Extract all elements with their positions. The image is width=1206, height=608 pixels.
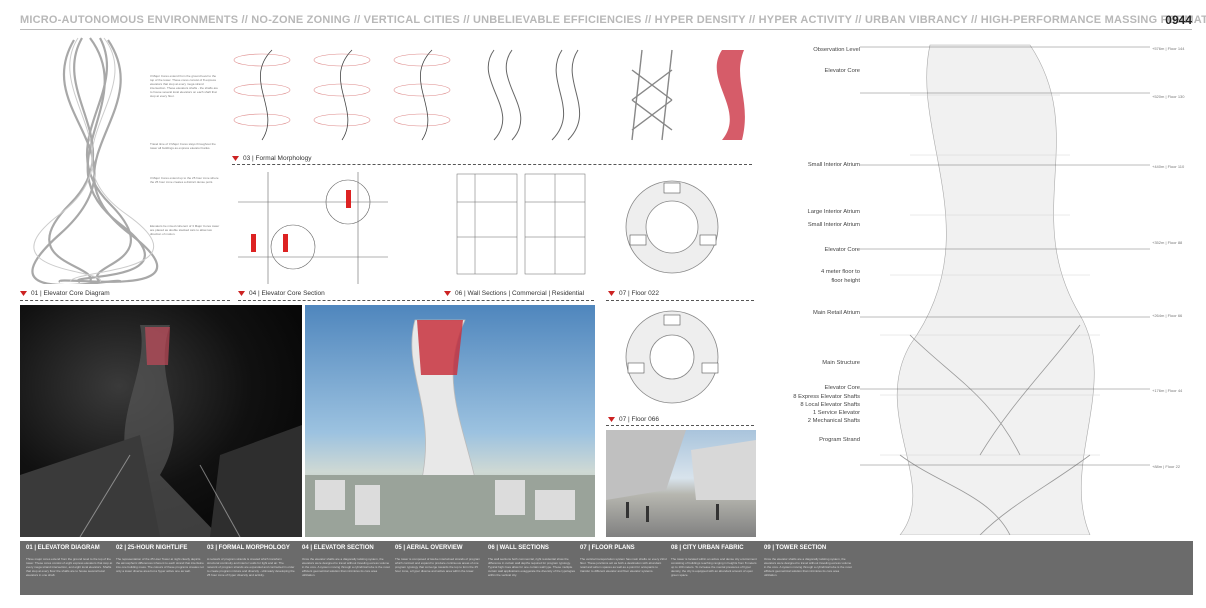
label-elevator-core-mid: Elevator Core bbox=[824, 247, 860, 253]
footer-heading: 09 | TOWER SECTION bbox=[764, 545, 827, 551]
level-tag-floor-44: +176m | Floor 44 bbox=[1152, 388, 1183, 393]
footer-heading: 08 | CITY URBAN FABRIC bbox=[671, 545, 744, 551]
dash-rule-07a bbox=[606, 300, 754, 301]
caption-wall-sections: 06 | Wall Sections | Commercial | Reside… bbox=[444, 290, 584, 297]
footer-body: Once the elevator shafts are a diagonall… bbox=[302, 557, 390, 577]
footer-body: The tower is located within an active an… bbox=[671, 557, 757, 577]
caption-marker-icon bbox=[608, 291, 615, 296]
level-tag-floor-66: +264m | Floor 66 bbox=[1152, 313, 1183, 318]
label-service-elevator: 1 Service Elevator bbox=[812, 410, 860, 416]
annotation-4: Elevators be mixed coherent of 3 Major C… bbox=[150, 224, 220, 236]
level-tag-floor-22: +88m | Floor 22 bbox=[1152, 464, 1181, 469]
label-main-structure: Main Structure bbox=[822, 360, 860, 366]
footer-col-4: 04 | ELEVATOR SECTION Once the elevator … bbox=[302, 545, 390, 577]
annotation-3: 3 Major Cores extend up to the 25 hour z… bbox=[150, 176, 219, 184]
floor-022-drawing bbox=[625, 180, 719, 274]
tower-section-drawing bbox=[860, 44, 1150, 536]
night-render-image bbox=[20, 305, 302, 537]
aerial-render-image bbox=[305, 305, 595, 537]
caption-marker-icon bbox=[608, 417, 615, 422]
level-tag-floor-130: +520m | Floor 130 bbox=[1152, 94, 1185, 99]
footer-heading: 05 | AERIAL OVERVIEW bbox=[395, 545, 463, 551]
formal-morphology-drawing bbox=[233, 49, 745, 141]
formal-morphology-panel bbox=[232, 40, 752, 150]
label-floor-height-1: 4 meter floor to bbox=[821, 269, 860, 275]
elevator-core-diagram-panel: 3 Major Cores extend from the ground lev… bbox=[20, 34, 230, 284]
footer-col-2: 02 | 25-HOUR NIGHTLIFE The representatio… bbox=[116, 545, 204, 573]
footer-heading: 06 | WALL SECTIONS bbox=[488, 545, 549, 551]
label-program-strand: Program Strand bbox=[819, 437, 860, 443]
footer-col-3: 03 | FORMAL MORPHOLOGY A network of prog… bbox=[207, 545, 295, 577]
annotation-1: 3 Major Cores extend from the ground lev… bbox=[150, 74, 218, 98]
footer-heading: 01 | ELEVATOR DIAGRAM bbox=[26, 545, 100, 551]
elevator-core-diagram-drawing bbox=[31, 37, 159, 284]
level-tag-floor-144: +576m | Floor 144 bbox=[1152, 46, 1185, 51]
annotation-2: Travel time of 3 Major Cores stays throu… bbox=[150, 142, 216, 150]
footer-heading: 02 | 25-HOUR NIGHTLIFE bbox=[116, 545, 188, 551]
header-title: MICRO-AUTONOMOUS ENVIRONMENTS // NO-ZONE… bbox=[20, 14, 1206, 26]
caption-floor-066: 07 | Floor 066 bbox=[608, 416, 659, 423]
footer-col-1: 01 | ELEVATOR DIAGRAM Three major cores … bbox=[26, 545, 114, 577]
caption-marker-icon bbox=[232, 156, 239, 161]
caption-elevator-core-diagram: 01 | Elevator Core Diagram bbox=[20, 290, 110, 297]
footer-body: The representation of the 25 Hour Tower … bbox=[116, 557, 204, 573]
label-observation-level: Observation Level bbox=[813, 47, 860, 53]
footer-body: A network of program strands is created … bbox=[207, 557, 295, 577]
footer-body: The tower is composed of twelve intertwi… bbox=[395, 557, 481, 573]
sheet-number: 0944 bbox=[1165, 13, 1192, 27]
label-small-interior-atrium-1: Small Interior Atrium bbox=[807, 162, 860, 168]
elevator-core-section-drawing bbox=[238, 172, 388, 284]
tower-section-panel bbox=[760, 35, 1190, 536]
dash-rule-01 bbox=[20, 300, 230, 301]
street-render-image bbox=[606, 430, 756, 537]
footer-col-5: 05 | AERIAL OVERVIEW The tower is compos… bbox=[395, 545, 483, 573]
label-large-interior-atrium: Large Interior Atrium bbox=[807, 209, 860, 215]
level-tag-floor-110: +440m | Floor 110 bbox=[1152, 164, 1185, 169]
level-tag-floor-88: +352m | Floor 88 bbox=[1152, 240, 1183, 245]
footer-heading: 03 | FORMAL MORPHOLOGY bbox=[207, 545, 290, 551]
floor-066-drawing bbox=[625, 310, 719, 404]
footer-body: Once the elevator shafts are a diagonall… bbox=[764, 557, 852, 577]
footer-col-8: 08 | CITY URBAN FABRIC The tower is loca… bbox=[671, 545, 759, 577]
elevator-core-section-panel bbox=[238, 172, 388, 284]
label-elevator-core-top: Elevator Core bbox=[824, 68, 860, 74]
label-express-elevator-shafts: 8 Express Elevator Shafts bbox=[793, 394, 860, 400]
footer-col-6: 06 | WALL SECTIONS The wall sections bot… bbox=[488, 545, 576, 577]
dash-rule-04-06 bbox=[238, 300, 594, 301]
label-mechanical-shafts: 2 Mechanical Shafts bbox=[807, 418, 860, 424]
dash-rule-07b bbox=[606, 425, 754, 426]
footer-bar: 01 | ELEVATOR DIAGRAM Three major cores … bbox=[20, 541, 1193, 595]
label-small-interior-atrium-2: Small Interior Atrium bbox=[807, 222, 860, 228]
caption-marker-icon bbox=[444, 291, 451, 296]
wall-sections-drawing bbox=[456, 173, 586, 275]
dash-rule-03 bbox=[232, 164, 752, 165]
floor-022-plan bbox=[620, 175, 725, 280]
label-floor-height-2: floor height bbox=[831, 278, 860, 284]
footer-col-9: 09 | TOWER SECTION Once the elevator sha… bbox=[764, 545, 852, 577]
caption-marker-icon bbox=[20, 291, 27, 296]
footer-heading: 04 | ELEVATOR SECTION bbox=[302, 545, 374, 551]
wall-sections-panel bbox=[455, 172, 590, 284]
caption-elevator-core-section: 04 | Elevator Core Section bbox=[238, 290, 325, 297]
label-main-retail-atrium: Main Retail Atrium bbox=[812, 310, 860, 316]
floor-066-plan bbox=[620, 305, 725, 410]
footer-col-7: 07 | FLOOR PLANS The vertical transporta… bbox=[580, 545, 668, 573]
footer-heading: 07 | FLOOR PLANS bbox=[580, 545, 635, 551]
label-local-elevator-shafts: 8 Local Elevator Shafts bbox=[800, 402, 860, 408]
caption-formal-morphology: 03 | Formal Morphology bbox=[232, 155, 312, 162]
caption-marker-icon bbox=[238, 291, 245, 296]
footer-body: Three major cores extend from the ground… bbox=[26, 557, 113, 577]
footer-body: The wall sections both commercial, right… bbox=[488, 557, 576, 577]
label-elevator-core-bottom: Elevator Core bbox=[824, 385, 860, 391]
footer-body: The vertical transportation system has m… bbox=[580, 557, 667, 573]
caption-floor-022: 07 | Floor 022 bbox=[608, 290, 659, 297]
header-rule bbox=[20, 29, 1192, 30]
